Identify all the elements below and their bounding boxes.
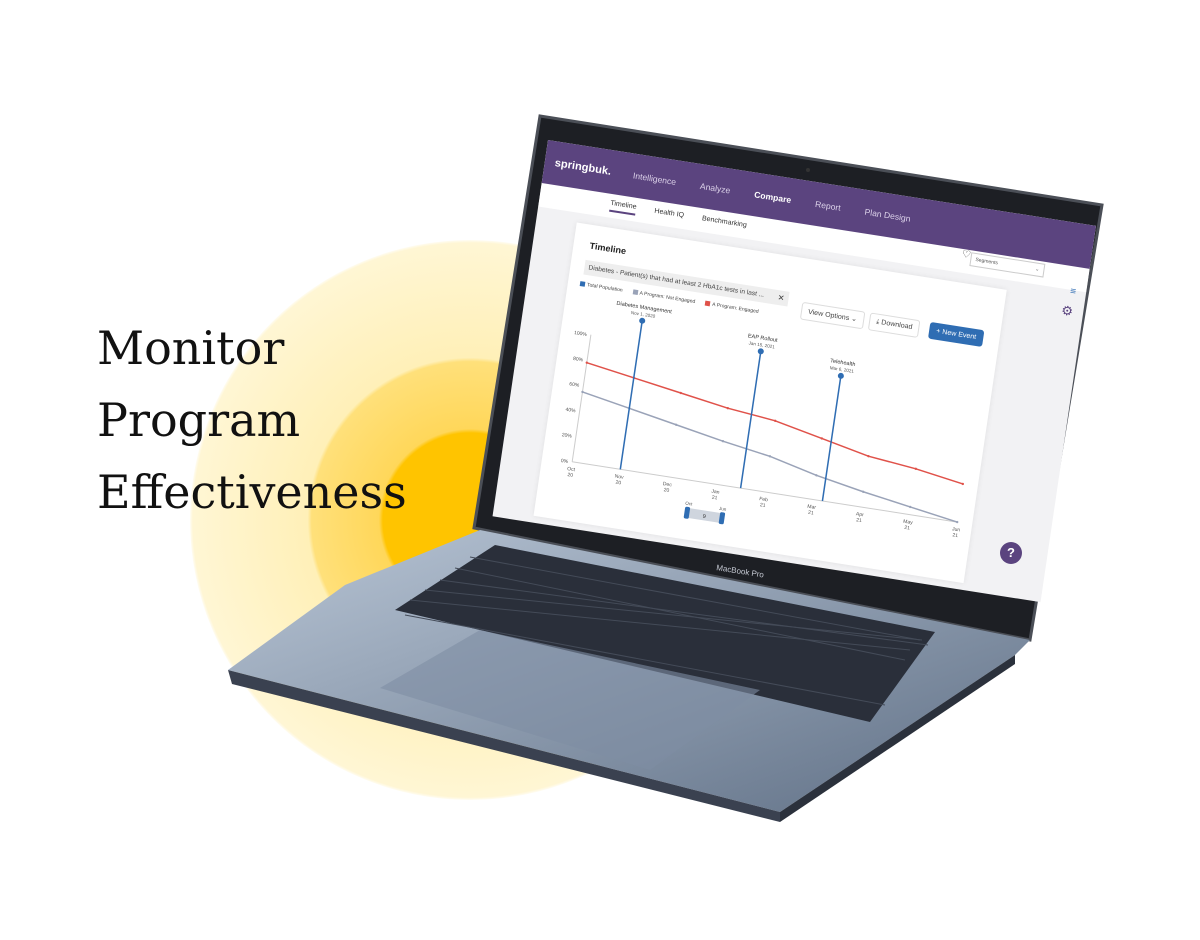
keyboard: [395, 545, 935, 722]
event-label: Telehealth: [830, 358, 856, 368]
nav-report[interactable]: Report: [814, 198, 842, 213]
data-point: [815, 474, 818, 477]
headline: Monitor Program Effectiveness: [97, 312, 407, 528]
x-tick-label: Apr21: [855, 511, 865, 524]
data-point: [961, 482, 965, 486]
close-icon[interactable]: ✕: [777, 293, 786, 303]
data-point: [674, 423, 678, 426]
range-start-label: Oct: [685, 501, 693, 507]
chevron-down-icon: ⌄: [1034, 266, 1040, 273]
app-screen: springbuk. Intelligence Analyze Compare …: [492, 140, 1097, 603]
nav-intelligence[interactable]: Intelligence: [632, 170, 677, 187]
data-point: [726, 406, 730, 410]
camera: [806, 168, 810, 172]
x-axis: [572, 461, 958, 523]
range-count: 9: [702, 514, 706, 520]
x-tick-label: Jun21: [951, 526, 961, 539]
download-button[interactable]: ⤓ Download: [867, 312, 921, 338]
x-tick-label: Oct20: [566, 466, 576, 479]
headline-line: Program: [97, 393, 301, 447]
view-options-button[interactable]: View Options ⌄: [799, 301, 866, 330]
x-tick-label: Jan21: [710, 489, 720, 502]
trackpad: [380, 630, 760, 770]
data-point: [861, 490, 865, 493]
springbuk-logo: springbuk.: [553, 157, 612, 178]
event-label: EAP Rollout: [747, 333, 778, 344]
data-point: [585, 361, 588, 364]
event-marker-line: [619, 320, 643, 470]
headline-line: Monitor: [97, 321, 285, 375]
y-axis: [571, 334, 592, 462]
data-point: [867, 454, 870, 458]
data-point: [721, 440, 725, 443]
event-marker-pin: [757, 348, 764, 355]
x-tick-label: Nov20: [613, 474, 624, 487]
range-slider-handle-start: [683, 506, 691, 519]
tab-timeline[interactable]: Timeline: [609, 199, 637, 216]
timeline-card: Timeline Diabetes - Patient(s) that had …: [533, 222, 1007, 584]
gear-icon[interactable]: ⚙: [1060, 302, 1075, 320]
legend-label: Total Population: [586, 282, 623, 294]
event-date: Nov 1, 2020: [631, 310, 656, 319]
tab-health-iq[interactable]: Health IQ: [653, 207, 685, 220]
series-line: [586, 361, 964, 485]
legend-label: A Program: Engaged: [711, 301, 760, 315]
checkbox-icon: [579, 281, 586, 287]
nav-plan-design[interactable]: Plan Design: [863, 206, 912, 224]
data-point: [773, 419, 777, 422]
y-tick-label: 0%: [560, 458, 569, 465]
nav-compare[interactable]: Compare: [753, 189, 792, 205]
data-point: [908, 505, 912, 509]
keyboard-keys: [404, 556, 929, 706]
data-point: [820, 437, 824, 440]
data-point: [581, 390, 584, 394]
event-date: Mar 6, 2021: [829, 365, 854, 374]
data-point: [955, 520, 959, 524]
range-end-label: Jun: [719, 506, 727, 512]
event-date: Jan 15, 2021: [748, 340, 775, 349]
event-marker-line: [821, 375, 842, 502]
checkbox-icon: [632, 289, 638, 296]
segments-placeholder: Segments: [974, 256, 999, 267]
range-slider-track: [686, 507, 723, 524]
laptop-front-edge: [780, 655, 1015, 822]
laptop-front-edge: [228, 670, 780, 822]
help-button[interactable]: ?: [1000, 542, 1022, 564]
data-point: [768, 455, 772, 458]
data-point: [914, 467, 918, 470]
page-title: Timeline: [589, 240, 627, 257]
nav-analyze[interactable]: Analyze: [699, 180, 732, 196]
y-tick-label: 80%: [573, 356, 584, 364]
legend-item[interactable]: A Program: Engaged: [704, 300, 760, 315]
event-marker-line: [739, 351, 762, 489]
y-tick-label: 60%: [569, 381, 580, 389]
checkbox-icon: [704, 300, 711, 307]
new-event-button[interactable]: + New Event: [927, 321, 985, 347]
x-tick-label: Dec20: [662, 481, 673, 494]
data-point: [679, 391, 683, 395]
event-marker-pin: [837, 372, 844, 379]
filter-icon[interactable]: ≡: [1069, 285, 1077, 298]
x-tick-label: May21: [902, 519, 914, 532]
tab-benchmarking[interactable]: Benchmarking: [701, 215, 748, 230]
y-tick-label: 20%: [561, 432, 572, 440]
y-tick-label: 40%: [565, 407, 576, 415]
event-marker-pin: [639, 317, 646, 324]
range-slider-handle-end: [718, 512, 726, 525]
x-tick-label: Mar21: [806, 504, 817, 517]
legend-item[interactable]: Total Population: [579, 281, 623, 294]
filter-chip-label: Diabetes - Patient(s) that had at least …: [587, 264, 765, 299]
y-tick-label: 100%: [574, 330, 588, 338]
x-tick-label: Feb21: [758, 496, 769, 509]
headline-line: Effectiveness: [97, 465, 407, 519]
